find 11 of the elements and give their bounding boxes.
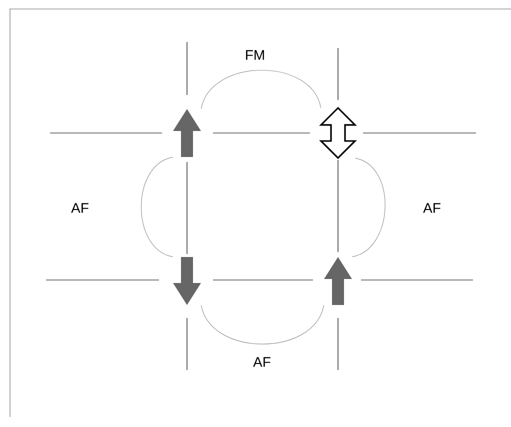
spin-arrow [173, 256, 201, 305]
coupling-arc [200, 304, 324, 344]
spin-arrow [324, 256, 352, 305]
coupling-arc [200, 70, 322, 110]
coupling-arc [140, 156, 174, 258]
edge-label: FM [246, 50, 264, 60]
edge-label: AF [71, 203, 88, 213]
edge-label: AF [253, 357, 270, 367]
edge-label: AF [423, 203, 440, 213]
coupling-arc [352, 158, 386, 258]
spin-arrow [173, 108, 201, 157]
